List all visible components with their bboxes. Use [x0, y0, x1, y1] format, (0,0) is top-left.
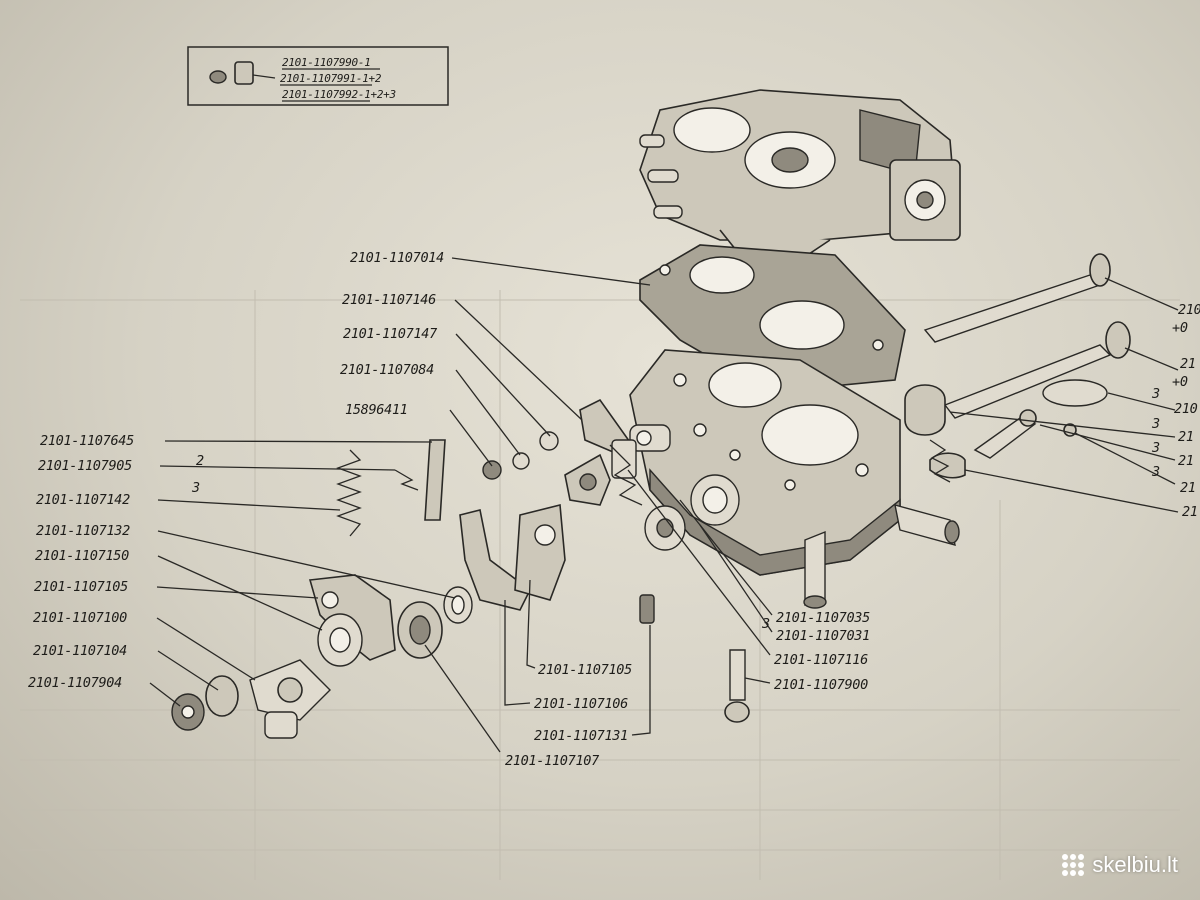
label-right-6: 21 — [1178, 429, 1194, 445]
watermark-text: skelbiu.lt — [1092, 852, 1178, 877]
header-line-3: 2101-1107992-1+2+3 — [282, 88, 396, 101]
small-number-2: 2 — [196, 453, 204, 469]
label-right-8: 21 — [1180, 480, 1196, 496]
carburetor-cover — [639, 89, 961, 261]
label-2101-1107645: 2101-1107645 — [40, 433, 134, 449]
labels-bottom: 2101-1107035 2101-1107031 2101-1107116 2… — [505, 610, 870, 769]
linkage-parts — [424, 398, 750, 723]
label-right-1: 210 — [1178, 302, 1200, 318]
label-2101-1107142: 2101-1107142 — [36, 492, 130, 508]
small-number-3-right-3: 3 — [1151, 440, 1160, 456]
label-right-4: +0 — [1172, 374, 1188, 390]
label-2101-1107132: 2101-1107132 — [36, 523, 130, 539]
label-2101-1107150: 2101-1107150 — [35, 548, 129, 564]
label-2101-1107146: 2101-1107146 — [342, 292, 436, 308]
label-2101-1107147: 2101-1107147 — [343, 326, 437, 342]
gasket — [639, 244, 906, 393]
header-box-icon — [209, 61, 276, 85]
labels-top: 2101-1107014 2101-1107146 2101-1107147 2… — [340, 250, 444, 418]
leader-lines — [149, 257, 1179, 753]
lower-linkage — [171, 574, 473, 739]
small-number-3-right-2: 3 — [1151, 416, 1160, 432]
label-2101-1107900: 2101-1107900 — [774, 677, 868, 693]
small-number-3-right-4: 3 — [1151, 464, 1160, 480]
label-2101-1107116: 2101-1107116 — [774, 652, 868, 668]
throttle-shafts — [904, 253, 1131, 479]
label-2101-1107904: 2101-1107904 — [28, 675, 122, 691]
label-2101-1107105-left: 2101-1107105 — [34, 579, 128, 595]
label-2101-1107131: 2101-1107131 — [534, 728, 628, 744]
throttle-body — [629, 349, 960, 609]
label-2101-1107104: 2101-1107104 — [33, 643, 127, 659]
label-right-5: 210 — [1174, 401, 1198, 417]
small-number-3-right-1: 3 — [1151, 386, 1160, 402]
watermark-logo-icon — [1062, 854, 1085, 876]
labels-right-cut: 210 +0 21 +0 210 21 21 21 21 — [1172, 302, 1200, 520]
springs — [336, 439, 951, 537]
label-2101-1107105-bottom: 2101-1107105 — [538, 662, 632, 678]
label-right-3: 21 — [1180, 356, 1196, 372]
label-2101-1107014: 2101-1107014 — [350, 250, 444, 266]
label-2101-1107106: 2101-1107106 — [534, 696, 628, 712]
background-table-ghost — [20, 290, 1180, 880]
small-number-3-left: 3 — [191, 480, 200, 496]
label-right-9: 21 — [1182, 504, 1198, 520]
site-watermark: skelbiu.lt — [1062, 852, 1178, 878]
label-right-2: +0 — [1172, 320, 1188, 336]
label-2101-1107035: 2101-1107035 — [776, 610, 870, 626]
label-2101-1107084: 2101-1107084 — [340, 362, 434, 378]
header-line-1: 2101-1107990-1 — [282, 56, 371, 69]
label-2101-1107100: 2101-1107100 — [33, 610, 127, 626]
label-2101-1107107: 2101-1107107 — [505, 753, 599, 769]
header-box: 2101-1107990-1 2101-1107991-1+2 2101-110… — [187, 46, 449, 106]
label-right-7: 21 — [1178, 453, 1194, 469]
label-2101-1107905: 2101-1107905 — [38, 458, 132, 474]
labels-left: 2101-1107645 2101-1107905 2101-1107142 2… — [28, 433, 134, 691]
small-numbers: 2 3 3 3 3 3 3 — [191, 386, 1160, 632]
header-line-2: 2101-1107991-1+2 — [280, 72, 382, 85]
label-15896411: 15896411 — [345, 402, 408, 418]
label-2101-1107031: 2101-1107031 — [776, 628, 870, 644]
small-number-3-bottom: 3 — [761, 616, 770, 632]
